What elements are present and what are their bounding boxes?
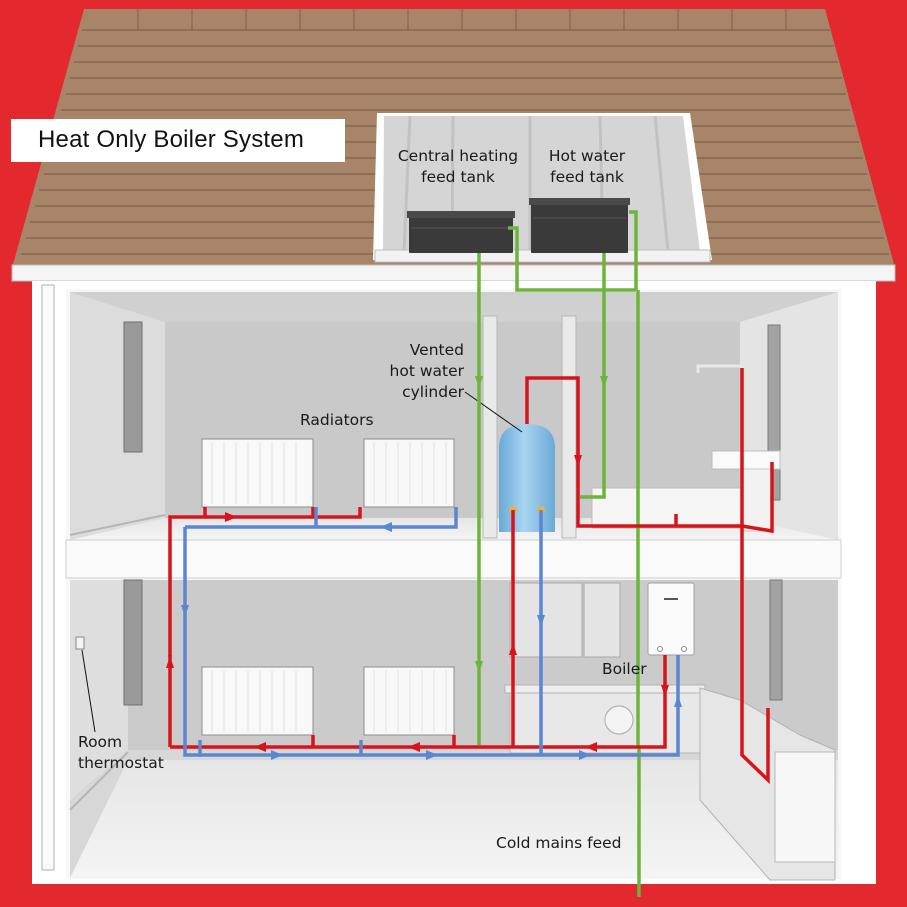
diagram-title: Heat Only Boiler System — [38, 126, 305, 153]
room-thermostat — [75, 636, 85, 650]
radiator-lower-left — [201, 666, 314, 736]
label-central-heating-feed-tank: Central heating feed tank — [390, 146, 526, 188]
hot-water-feed-tank — [529, 198, 630, 253]
label-cold-mains-feed: Cold mains feed — [496, 834, 622, 852]
window-upper — [123, 321, 143, 453]
label-boiler: Boiler — [602, 660, 647, 678]
loft-cutaway — [373, 113, 712, 263]
downpipe — [41, 284, 55, 871]
window-lower — [123, 579, 143, 706]
label-line: Vented — [409, 341, 464, 359]
title-banner: Heat Only Boiler System — [11, 119, 345, 162]
label-line: cylinder — [402, 383, 464, 401]
bath — [591, 487, 743, 529]
label-line: feed tank — [421, 168, 495, 186]
label-line: Room — [78, 733, 123, 751]
label-hot-water-feed-tank: Hot water feed tank — [537, 146, 637, 188]
basin — [711, 450, 781, 470]
label-line: Hot water — [548, 147, 626, 165]
thermostat-leader-line — [81, 649, 96, 733]
label-vented-hot-water-cylinder: Vented hot water cylinder — [372, 340, 464, 403]
radiator-upper-left — [201, 438, 314, 508]
label-line: thermostat — [78, 754, 164, 772]
eaves-gutter — [11, 264, 896, 282]
label-line: Central heating — [397, 147, 519, 165]
label-line: hot water — [389, 362, 464, 380]
radiator-lower-right — [363, 666, 455, 736]
cylinder-leader-line — [464, 391, 523, 433]
boiler-unit — [647, 582, 695, 656]
radiator-upper-right — [363, 438, 455, 508]
label-radiators: Radiators — [300, 411, 374, 429]
kitchen-units — [504, 582, 836, 881]
central-heating-feed-tank — [407, 211, 515, 253]
flow-arrows — [166, 376, 682, 760]
bathroom-fixtures — [591, 364, 781, 532]
label-room-thermostat: Room thermostat — [78, 732, 164, 774]
heating-flow-pipes — [168, 368, 774, 785]
hot-water-cylinder — [499, 424, 555, 532]
shower-head — [696, 364, 742, 373]
label-line: feed tank — [550, 168, 624, 186]
washing-machine-door — [604, 705, 634, 735]
